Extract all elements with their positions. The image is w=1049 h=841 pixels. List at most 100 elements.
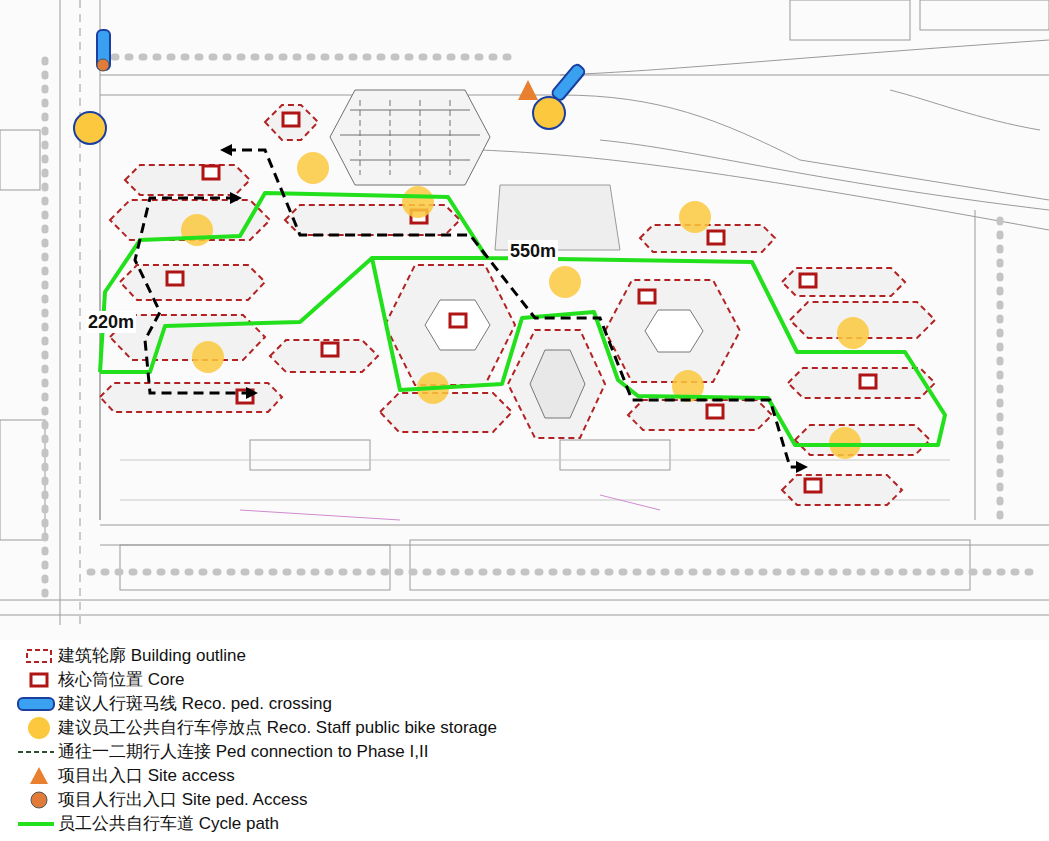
legend-swatch	[18, 698, 54, 710]
ped-connection	[226, 150, 802, 467]
building-outline	[628, 400, 772, 430]
road-lines	[410, 540, 970, 590]
road-lines	[250, 440, 370, 470]
building-outline	[640, 225, 775, 252]
building-outline	[265, 105, 318, 140]
dimension-label: 220m	[86, 311, 136, 333]
parking-lot	[350, 110, 470, 111]
legend-swatch	[30, 767, 48, 784]
road-lines	[920, 0, 1049, 30]
tree-dots	[100, 54, 520, 61]
core	[450, 314, 466, 327]
bike-storage	[181, 214, 213, 246]
legend-sample	[27, 650, 51, 662]
core	[283, 113, 299, 126]
building-outline	[120, 265, 265, 300]
building-outline	[100, 383, 282, 412]
core	[860, 375, 876, 388]
core	[322, 343, 338, 356]
ped-connection	[135, 198, 252, 393]
road-lines	[100, 525, 1049, 526]
legend-text: 核心筒位置 Core	[58, 669, 185, 691]
legend-swatch	[31, 792, 47, 808]
ground	[0, 0, 1049, 640]
tree-dots	[90, 569, 1040, 576]
road-lines	[600, 140, 1049, 210]
building-outline	[285, 205, 460, 235]
road-lines	[560, 440, 670, 470]
bike-storage	[402, 186, 434, 218]
road-lines	[0, 0, 1049, 625]
road-lines	[600, 495, 660, 510]
dimension-label: 550m	[508, 240, 558, 262]
building-outline	[788, 368, 935, 398]
road-lines	[80, 0, 81, 625]
legend-text: 建筑轮廓 Building outline	[58, 645, 246, 667]
legend-sample	[31, 674, 47, 686]
courtyard	[530, 350, 585, 418]
legend-text: 通往一二期行人连接 Ped connection to Phase I,II	[58, 741, 428, 763]
core	[708, 231, 724, 244]
cycle-path	[372, 256, 487, 260]
core	[167, 113, 876, 492]
ped-crossing	[533, 97, 565, 129]
parking-lot	[360, 100, 361, 175]
road-lines	[560, 40, 1049, 75]
road-lines	[240, 510, 400, 520]
road-lines	[0, 600, 1049, 601]
road-lines	[0, 130, 40, 190]
road-lines	[890, 90, 1040, 130]
bike-storage	[297, 152, 329, 184]
courtyard	[425, 300, 490, 350]
core	[805, 479, 821, 492]
ped-connection	[135, 150, 802, 467]
tree-dots	[45, 57, 1040, 600]
legend-text: 建议人行斑马线 Reco. ped. crossing	[58, 693, 332, 715]
building-outline	[380, 393, 512, 432]
tree-dots	[42, 60, 49, 600]
parking-lot	[390, 100, 391, 175]
building-outline	[125, 165, 250, 195]
ped-crossing	[97, 30, 110, 70]
ped-crossing	[518, 80, 538, 100]
road-lines	[975, 210, 976, 520]
parking-lot	[450, 100, 451, 175]
road-lines	[120, 545, 390, 590]
core	[707, 405, 723, 418]
ped-crossing	[97, 59, 109, 71]
building-outline	[385, 265, 515, 385]
road-lines	[60, 0, 61, 625]
bike-storage	[192, 341, 224, 373]
road-lines	[100, 0, 101, 520]
building-outline	[605, 280, 740, 382]
bike-storage	[549, 266, 581, 298]
building-outline	[782, 475, 902, 505]
core	[639, 290, 655, 303]
building-outline	[795, 425, 930, 455]
legend-text: 项目出入口 Site access	[58, 765, 235, 787]
parking-lot	[340, 135, 480, 136]
legend-swatch	[28, 717, 50, 739]
road-lines	[100, 250, 101, 520]
parking-lot	[420, 100, 421, 175]
building-outline	[508, 330, 605, 438]
cycle-path	[100, 193, 945, 445]
ped-crossing	[74, 30, 586, 144]
legend-sample	[18, 822, 54, 826]
road-lines	[0, 420, 45, 540]
building-outline	[270, 340, 378, 372]
legend-text: 项目人行出入口 Site ped. Access	[58, 789, 307, 811]
road-lines	[120, 460, 950, 461]
parking-lot	[350, 160, 470, 161]
core	[800, 274, 816, 287]
core	[167, 272, 183, 285]
road-lines	[560, 95, 1049, 200]
parking-lot	[330, 90, 490, 185]
parking-lot	[330, 90, 490, 185]
ped-crossing	[551, 63, 587, 102]
courtyard	[645, 310, 703, 352]
legend-sample	[18, 751, 54, 753]
tree-dots	[997, 220, 1004, 520]
bike-storage	[837, 317, 869, 349]
core	[203, 166, 219, 179]
